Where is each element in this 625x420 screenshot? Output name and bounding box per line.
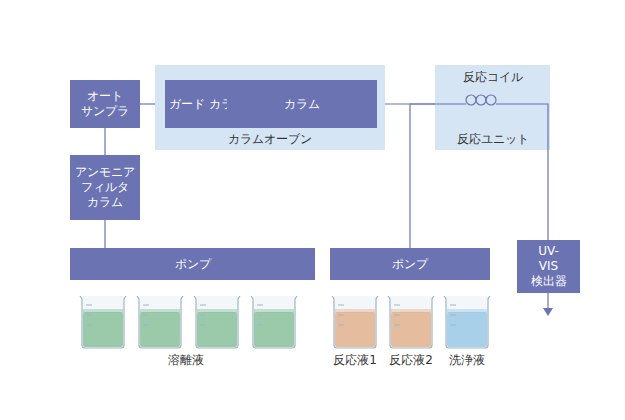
sampler-box: オート サンプラ bbox=[70, 80, 140, 128]
pump-bar: ポンプ bbox=[330, 248, 490, 280]
node-text: オート サンプラ bbox=[81, 89, 129, 119]
flow-line bbox=[104, 128, 105, 155]
flow-line bbox=[410, 104, 435, 248]
beaker bbox=[388, 296, 434, 348]
beaker bbox=[251, 296, 297, 348]
flow-line bbox=[547, 150, 548, 240]
node-text: 反応コイル bbox=[463, 70, 523, 84]
beaker bbox=[444, 296, 490, 348]
node-text: 反応ユニット bbox=[457, 132, 529, 146]
reaction-unit-region: 反応コイル反応ユニット bbox=[435, 65, 550, 150]
beaker bbox=[194, 296, 240, 348]
liquid-label: 溶離液 bbox=[168, 353, 204, 367]
filter-column-box: アンモニア フィルタ カラム bbox=[70, 155, 140, 220]
flow-line bbox=[104, 220, 105, 248]
node-text: ポンプ bbox=[392, 257, 428, 272]
outlet-arrowhead bbox=[543, 308, 553, 316]
beaker bbox=[137, 296, 183, 348]
oven-region: カラムオーブンガード カラムカラム bbox=[155, 65, 385, 150]
liquid-label: 反応液2 bbox=[389, 353, 433, 367]
column-box: カラム bbox=[227, 80, 377, 128]
node-text: カラム bbox=[284, 97, 320, 112]
node-text: ポンプ bbox=[175, 257, 211, 272]
liquid-label: 反応液1 bbox=[333, 353, 377, 367]
pump-bar: ポンプ bbox=[70, 248, 315, 280]
beaker bbox=[332, 296, 378, 348]
beaker bbox=[80, 296, 126, 348]
node-text: UV-VIS 検出器 bbox=[531, 244, 567, 289]
liquid-label: 洗浄液 bbox=[449, 353, 485, 367]
node-text: アンモニア フィルタ カラム bbox=[75, 165, 135, 210]
node-text: カラムオーブン bbox=[228, 132, 312, 146]
detector-box: UV-VIS 検出器 bbox=[517, 240, 580, 293]
